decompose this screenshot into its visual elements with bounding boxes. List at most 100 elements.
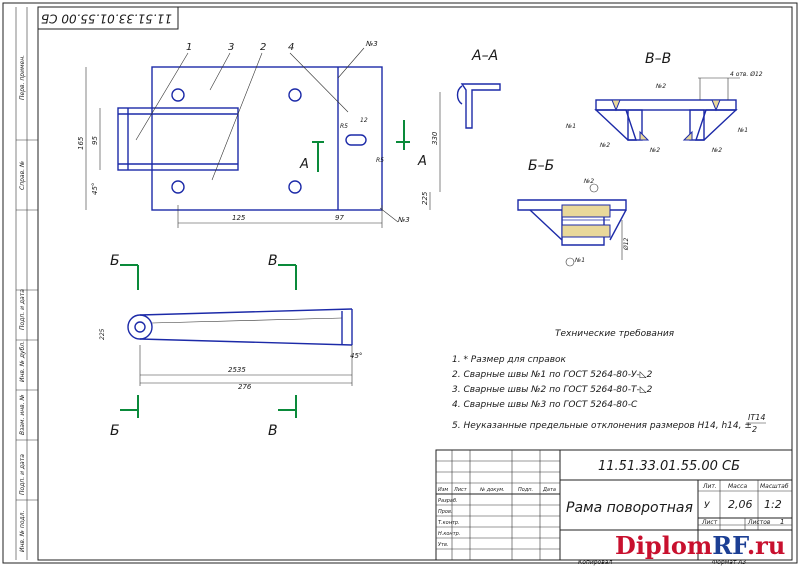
tech-req-1: 1. * Размер для справок	[452, 355, 567, 365]
slot	[345, 134, 367, 146]
title-scale-value: 1:2	[764, 498, 782, 511]
dim-125: 125	[232, 214, 246, 222]
row-razrab: Разраб.	[438, 498, 458, 504]
vv-weld-2: №2	[599, 142, 610, 149]
title-sheets-value: 1	[780, 518, 784, 526]
dim-225: 225	[421, 191, 429, 205]
title-lit-value: У	[704, 501, 710, 511]
watermark-part1: Diplom	[615, 531, 712, 560]
dim-45deg: 45°	[91, 183, 99, 195]
vv-weld-3: №2	[649, 147, 660, 154]
tech-req-5: 5. Неуказанные предельные отклонения раз…	[452, 421, 752, 431]
col-data: Дата	[542, 487, 556, 493]
col-podp: Подп.	[518, 487, 533, 493]
pivot-inner	[134, 321, 146, 333]
weld-mark-top: №3	[365, 40, 378, 48]
row-nkontr: Н.контр.	[438, 531, 460, 537]
tech-req-heading: Технические требования	[555, 329, 675, 339]
pivot-outer	[127, 314, 153, 340]
watermark-part2: RF	[712, 531, 749, 560]
tech-req-3: 3. Сварные швы №2 по ГОСТ 5264-80-Т-◺2	[452, 385, 653, 395]
side-label-2: Подп. и дата	[19, 289, 26, 330]
side-label-6: Инв. № подл.	[19, 511, 26, 552]
col-izm: Изм	[438, 487, 448, 493]
side-label-1: Справ. №	[19, 161, 26, 190]
dim-45deg-side: 45°	[350, 352, 362, 360]
section-aa-shape	[456, 83, 501, 129]
format-label: Формат А3	[712, 559, 746, 566]
col-list: Лист	[453, 487, 468, 493]
section-vv-title: В–В	[645, 51, 671, 67]
section-vv-shape	[594, 77, 740, 141]
bb-weld-1: №2	[583, 178, 594, 185]
cut-v-bottom: В	[268, 423, 278, 439]
title-lit-label: Лит.	[702, 483, 717, 490]
side-view	[120, 264, 353, 418]
dim-2535: 2535	[228, 366, 246, 374]
dim-225-side: 225	[99, 328, 106, 340]
title-sheets-label: Листов	[747, 519, 771, 526]
section-a-left: А	[299, 157, 309, 172]
hole-1	[171, 88, 185, 102]
vv-weld-4: №2	[711, 147, 722, 154]
side-label-5: Подп. и дата	[19, 454, 26, 495]
callout-4: 4	[288, 42, 294, 53]
plan-plate	[151, 66, 383, 211]
side-label-0: Перв. примен.	[19, 55, 26, 100]
top-stamp-code: 11.51.33.01.55.00 СБ	[41, 12, 172, 26]
title-mass-label: Масса	[728, 483, 747, 490]
section-bb-title: Б–Б	[528, 158, 554, 174]
cut-b-bottom: Б	[110, 423, 120, 439]
title-doc-code: 11.51.33.01.55.00 СБ	[598, 459, 740, 474]
col-dokum: № докум.	[479, 487, 505, 493]
dim-276: 276	[238, 383, 252, 391]
section-aa-title: А–А	[471, 48, 498, 64]
dim-r5a: R5	[340, 123, 348, 130]
dim-97: 97	[335, 214, 344, 222]
tech-req-4: 4. Сварные швы №3 по ГОСТ 5264-80-С	[452, 400, 638, 410]
vv-weld-6: №1	[737, 127, 748, 134]
dim-12: 12	[360, 117, 368, 124]
fraction-top: IT14	[748, 413, 765, 422]
plan-view	[85, 47, 441, 228]
dim-r5b: R5	[376, 157, 384, 164]
plan-arm	[117, 107, 239, 171]
dim-330: 330	[431, 131, 439, 145]
bb-dim: Ø12	[623, 237, 630, 251]
top-stamp-box	[37, 6, 179, 30]
hole-2	[288, 88, 302, 102]
row-utv: Утв.	[438, 542, 449, 548]
cut-v-top: В	[268, 253, 278, 269]
row-prov: Пров.	[438, 509, 453, 515]
watermark-logo: DiplomRF.ru	[615, 531, 785, 560]
title-block	[435, 449, 793, 561]
svg-text:DiplomRF.ru: DiplomRF.ru	[615, 531, 785, 560]
fraction-bottom: 2	[752, 425, 757, 434]
hole-3	[171, 180, 185, 194]
cut-b-top: Б	[110, 253, 120, 269]
callout-1: 1	[186, 42, 192, 53]
dim-95: 95	[91, 136, 99, 145]
title-mass-value: 2,06	[728, 498, 753, 511]
weld-mark-bottom: №3	[397, 216, 410, 224]
title-sheet-label: Лист	[701, 519, 718, 526]
watermark-part3: .ru	[747, 531, 785, 560]
callout-2: 2	[260, 42, 266, 53]
side-label-4: Взам. инв. №	[19, 394, 26, 435]
hole-4	[288, 180, 302, 194]
vv-weld-5: №1	[565, 123, 576, 130]
vv-note: 4 отв. Ø12	[730, 71, 763, 78]
vv-weld-1: №2	[655, 83, 666, 90]
title-name: Рама поворотная	[566, 500, 693, 516]
side-label-3: Инв. № дубл.	[19, 341, 26, 382]
section-a-right: А	[417, 154, 427, 169]
side-column-dividers	[16, 139, 38, 501]
copied-label: Копировал	[578, 559, 612, 566]
section-bb-shape	[517, 183, 627, 267]
callout-3: 3	[228, 42, 234, 53]
tech-req-2: 2. Сварные швы №1 по ГОСТ 5264-80-У-◺2	[452, 370, 653, 380]
inner-frame	[37, 6, 793, 561]
row-tkontr: Т.контр.	[438, 520, 460, 526]
